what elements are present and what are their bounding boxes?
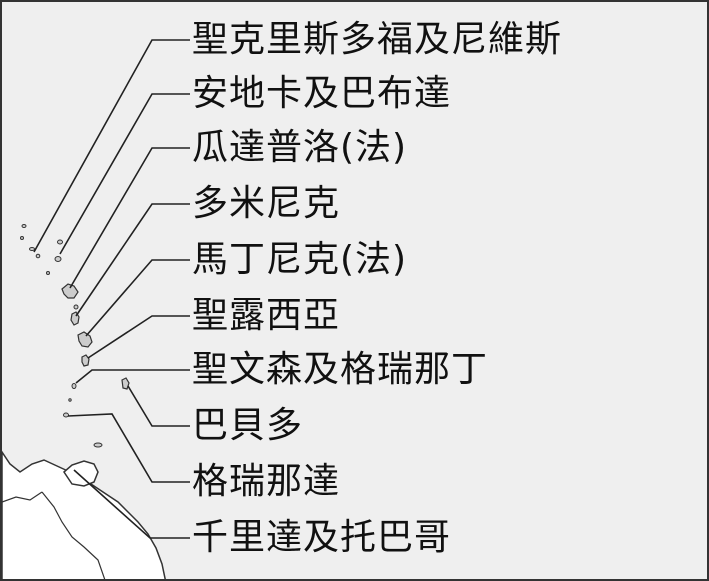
island-nevis [35,253,41,259]
island-st-vincent [71,383,77,389]
island-anguilla-area [21,224,27,228]
island-tobago [93,442,103,448]
island-barbuda [57,239,63,245]
label-antigua-barbuda: 安地卡及巴布達 [192,73,452,114]
label-st-lucia: 聖露西亞 [192,295,341,336]
island-st-lucia [81,354,90,367]
leader-st-lucia [87,315,190,359]
mainland-venezuela [2,450,166,579]
island-grenadines [68,398,72,402]
island-antigua [54,256,62,262]
leader-st-vincent-grenadines [75,369,190,384]
label-guadeloupe: 瓜達普洛(法) [192,127,408,168]
leader-st-kitts-nevis [33,39,190,253]
mainland-border [41,491,106,579]
island-grenada [63,412,69,418]
island-trinidad [63,460,99,487]
island-marie-galante [73,304,79,310]
leader-grenada [67,413,190,483]
label-st-kitts-nevis: 聖克里斯多福及尼維斯 [192,19,563,60]
island-saba-area [20,236,24,240]
label-barbados: 巴貝多 [192,405,304,446]
leader-trinidad-tobago [73,469,190,539]
island-martinique [77,331,93,348]
leader-martinique [85,259,190,337]
island-guadeloupe [61,283,79,299]
island-montserrat [46,271,50,275]
label-dominica: 多米尼克 [192,183,341,224]
leader-guadeloupe [69,147,190,289]
leader-dominica [75,203,190,317]
label-martinique: 馬丁尼克(法) [192,239,408,280]
leader-antigua-barbuda [59,93,190,255]
label-trinidad-tobago: 千里達及托巴哥 [192,517,452,558]
island-st-kitts [29,247,35,251]
label-st-vincent-grenadines: 聖文森及格瑞那丁 [192,349,489,390]
mainland-border-2 [2,491,43,503]
leader-barbados [127,385,190,427]
label-grenada: 格瑞那達 [192,461,341,502]
